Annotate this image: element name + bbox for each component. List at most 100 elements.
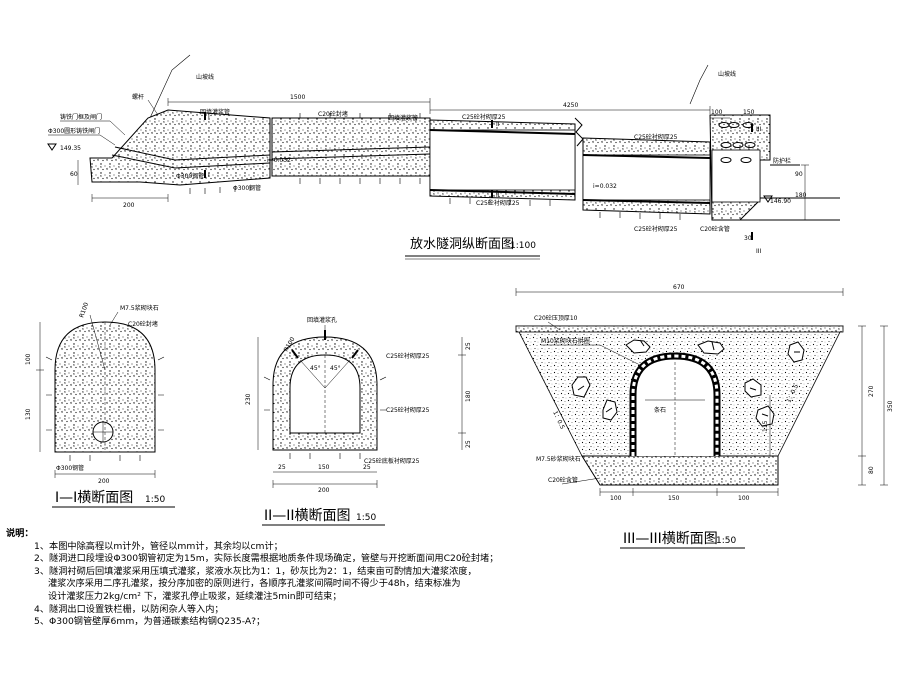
dim-30: 30 bbox=[744, 235, 752, 242]
sec1-label-pipe: Φ300钢管 bbox=[56, 464, 84, 472]
sec1-scale: 1:50 bbox=[145, 495, 165, 505]
dim-200: 200 bbox=[123, 202, 135, 209]
label-c25-d: C25砼衬砌厚25 bbox=[634, 225, 678, 233]
sec1-dim-vert bbox=[36, 322, 44, 452]
dim-1500: 1500 bbox=[290, 94, 305, 101]
sec3-dim-top-line bbox=[515, 288, 844, 296]
sec1-label-m: M7.5浆砌块石 bbox=[120, 304, 159, 312]
steel-pipe-inlet-bottom bbox=[111, 154, 271, 169]
label-rod: 螺杆 bbox=[132, 93, 144, 101]
sec1-leader-m bbox=[109, 311, 119, 326]
sec3-arch-blocks bbox=[631, 354, 719, 456]
section-markers: I I II II III III bbox=[204, 112, 762, 255]
inlet-concrete bbox=[89, 109, 271, 186]
dim-150: 150 bbox=[743, 109, 755, 116]
sec3-stones bbox=[571, 339, 805, 427]
label-c25-a: C25砼衬砌厚25 bbox=[462, 113, 506, 121]
sec1-dim-100: 100 bbox=[25, 353, 32, 365]
sec3-dim-bottom-line bbox=[599, 488, 779, 496]
sec-mark-1-bot: I bbox=[208, 172, 210, 179]
sec2-angles bbox=[299, 359, 351, 389]
label-pipe-b: Φ300钢管 bbox=[233, 184, 261, 192]
pipe-seg2-top bbox=[271, 146, 431, 153]
sec2-anchors bbox=[263, 376, 387, 459]
sec3-leader-c20-bot bbox=[561, 477, 601, 485]
sec1-radius bbox=[89, 314, 106, 371]
steel-pipe-inlet bbox=[114, 146, 271, 161]
sec2-dim-150: 150 bbox=[318, 464, 330, 471]
sec2-dim-r25b: 25 bbox=[465, 440, 472, 448]
label-pipe-in: Φ300圆形铸铁闸门 bbox=[48, 127, 100, 135]
long-section-title: 放水隧洞纵断面图 bbox=[410, 236, 514, 252]
chain-icon bbox=[718, 122, 756, 163]
sec3-dim-b1: 100 bbox=[610, 495, 622, 502]
elev-mark-out bbox=[763, 195, 773, 203]
sec3-label-m10: M10浆砌块石拱圈 bbox=[541, 337, 590, 345]
sec2-dim-25b: 25 bbox=[363, 464, 371, 471]
pipe-seg2-bottom bbox=[271, 153, 431, 160]
sec3-leader-m10 bbox=[541, 344, 641, 366]
outlet-opening bbox=[711, 149, 761, 203]
sec2-dim-230: 230 bbox=[245, 393, 252, 405]
sec2-label-45a: 45° bbox=[310, 365, 321, 372]
leader-pipe-in bbox=[48, 134, 116, 146]
sec2-scale: 1:50 bbox=[356, 513, 376, 523]
dim-100: 100 bbox=[711, 109, 723, 116]
notes-heading: 说明： bbox=[6, 528, 34, 539]
label-hill-left: 山坡线 bbox=[196, 73, 214, 81]
sec2-dim-right bbox=[458, 337, 466, 450]
note-4: 4、隧洞出口设置铁栏栅，以防闲杂人等入内； bbox=[34, 603, 224, 615]
sec3-dim-b2: 150 bbox=[668, 495, 680, 502]
lining-bot-4 bbox=[582, 199, 711, 204]
long-section-scale: 1:100 bbox=[510, 241, 536, 251]
label-c20-plug: C20砼封堵 bbox=[318, 110, 348, 118]
dim-60: 60 bbox=[70, 171, 78, 178]
dimension-top: 1500 4250 100 150 bbox=[167, 94, 755, 119]
leader-rod bbox=[147, 99, 159, 116]
elev-mark-in bbox=[47, 143, 57, 151]
sec3-label-m75: M7.5砂浆砌块石 bbox=[536, 455, 581, 463]
sec3-title: III—III横断面图 bbox=[623, 531, 718, 547]
label-c20-pipe: C20砼含管 bbox=[700, 225, 730, 233]
sec3-dim-115: 115 bbox=[762, 420, 769, 432]
sec1-dim-line bbox=[54, 470, 156, 478]
sec3-dim-right-a bbox=[858, 325, 866, 486]
note-3b: 灌浆次序采用二序孔灌浆，按分序加密的原则进行，各顺序孔灌浆间隔时间不得少于48h… bbox=[48, 578, 461, 590]
dim-4250: 4250 bbox=[563, 102, 578, 109]
elev-in: 149.35 bbox=[60, 145, 81, 152]
leader-gate bbox=[60, 120, 126, 136]
sec2-label-c25-top: C25砼衬砌厚25 bbox=[386, 352, 430, 360]
sec3-label-c20-bot: C20砼含管 bbox=[548, 476, 578, 484]
sec1-dim-130: 130 bbox=[25, 408, 32, 420]
note-1: 1、本图中除高程以m计外，管径以mm计，其余均以cm计； bbox=[34, 540, 283, 552]
sec-mark-2-bot: II bbox=[496, 192, 500, 199]
sec3-dim-right-b bbox=[880, 325, 888, 486]
dim-90: 90 bbox=[795, 171, 803, 178]
sec3-base bbox=[581, 455, 779, 486]
sec2-dim-200: 200 bbox=[318, 487, 330, 494]
sec1-title: I—I横断面图 bbox=[55, 490, 133, 506]
slope-2: i=0.032 bbox=[593, 183, 617, 190]
dim-line-200 bbox=[91, 194, 169, 202]
sec2-label-c25-bot: C25砼底板衬砌厚25 bbox=[364, 457, 420, 465]
sec1-label-c20: C20砼封堵 bbox=[128, 320, 158, 328]
sec3-dim-80: 80 bbox=[868, 466, 875, 474]
tunnel-segment-2 bbox=[271, 117, 431, 177]
sec1-dim-width: 200 bbox=[98, 478, 110, 485]
sec3-arch-ring bbox=[629, 352, 721, 456]
note-3a: 3、隧洞衬砌后回填灌浆采用压填式灌浆，浆液水灰比为1：1，砂灰比为2：1，结束亩… bbox=[34, 565, 477, 577]
dim-line-right bbox=[801, 164, 809, 221]
long-section: 山坡线 山坡线 bbox=[47, 54, 840, 260]
tunnel-void-3 bbox=[429, 129, 576, 191]
hill-line-left bbox=[149, 54, 191, 119]
section-2: 回填灌浆孔 R100 45° 45° C25砼衬砌厚25 C25砼衬砌厚25 C… bbox=[245, 316, 472, 526]
label-pipe-a: Φ300钢管 bbox=[176, 172, 204, 180]
sec2-dim-180: 180 bbox=[465, 390, 472, 402]
sec-mark-3-bot: III bbox=[756, 248, 762, 255]
sec1-anchors bbox=[45, 356, 165, 461]
label-gate: 铸铁门框及闸门 bbox=[60, 113, 102, 121]
note-3c: 设计灌浆压力2kg/cm² 下，灌浆孔停止吸浆，延续灌注5min即可结束； bbox=[48, 590, 342, 602]
sec2-label-hole: 回填灌浆孔 bbox=[307, 316, 337, 324]
label-backfill: 回填灌浆管 bbox=[200, 108, 230, 116]
